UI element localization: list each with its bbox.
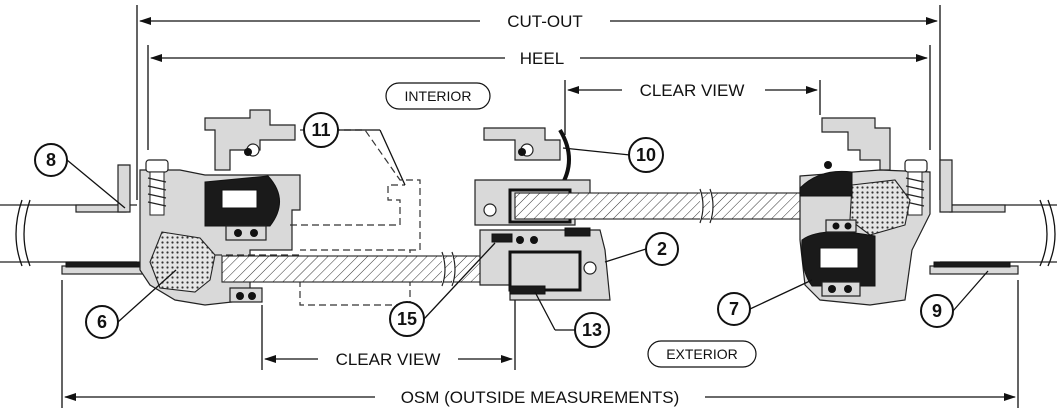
right-wall xyxy=(929,159,1057,275)
callout-9-circle xyxy=(920,294,954,328)
callout-9: 9 xyxy=(932,301,942,321)
osm-label: OSM (OUTSIDE MEASUREMENTS) xyxy=(401,388,680,407)
heel-label: HEEL xyxy=(520,49,564,68)
callout-13-circle xyxy=(574,312,610,348)
clearview-top-label: CLEAR VIEW xyxy=(640,81,745,100)
callout-11: 11 xyxy=(311,120,330,140)
callout-13-leader xyxy=(534,291,556,331)
callout-13: 13 xyxy=(582,320,602,340)
left-frame xyxy=(139,109,301,306)
callout-6-leader xyxy=(117,269,177,323)
interior-tag-frame xyxy=(385,82,491,110)
outer-glass-break xyxy=(699,188,714,224)
callout-8-leader xyxy=(66,159,126,209)
callout-7-circle xyxy=(717,292,751,326)
exterior-tag: EXTERIOR xyxy=(666,346,738,362)
cutout-label: CUT-OUT xyxy=(507,12,583,31)
callout-11-circle xyxy=(303,112,339,148)
callout-15-circle xyxy=(389,301,425,337)
exterior-tag-frame xyxy=(647,340,757,368)
callout-9-leader xyxy=(952,270,989,312)
clearview-bottom-label: CLEAR VIEW xyxy=(336,350,441,369)
inner-glass-break xyxy=(441,251,456,287)
callout-8-circle xyxy=(34,143,68,177)
callout-15: 15 xyxy=(397,309,417,329)
callout-7: 7 xyxy=(729,299,739,319)
callout-2-circle xyxy=(645,232,679,266)
callout-10-leader xyxy=(562,147,631,156)
right-frame xyxy=(799,117,931,306)
callout-10-circle xyxy=(628,137,664,173)
callout-6-circle xyxy=(85,305,119,339)
callout-10: 10 xyxy=(636,145,656,165)
callout-11-leader-2 xyxy=(379,129,406,186)
left-wall xyxy=(0,164,153,275)
inner-glass-pane xyxy=(221,255,515,283)
callout-2-leader xyxy=(604,248,647,263)
callout-6: 6 xyxy=(97,312,107,332)
callout-8: 8 xyxy=(46,150,56,170)
callout-2: 2 xyxy=(657,239,667,259)
callout-15-leader xyxy=(423,242,496,320)
callout-7-leader xyxy=(749,279,813,310)
interior-tag: INTERIOR xyxy=(405,88,472,104)
dashed-profile-11 xyxy=(215,129,421,306)
outer-glass-pane xyxy=(514,192,856,220)
